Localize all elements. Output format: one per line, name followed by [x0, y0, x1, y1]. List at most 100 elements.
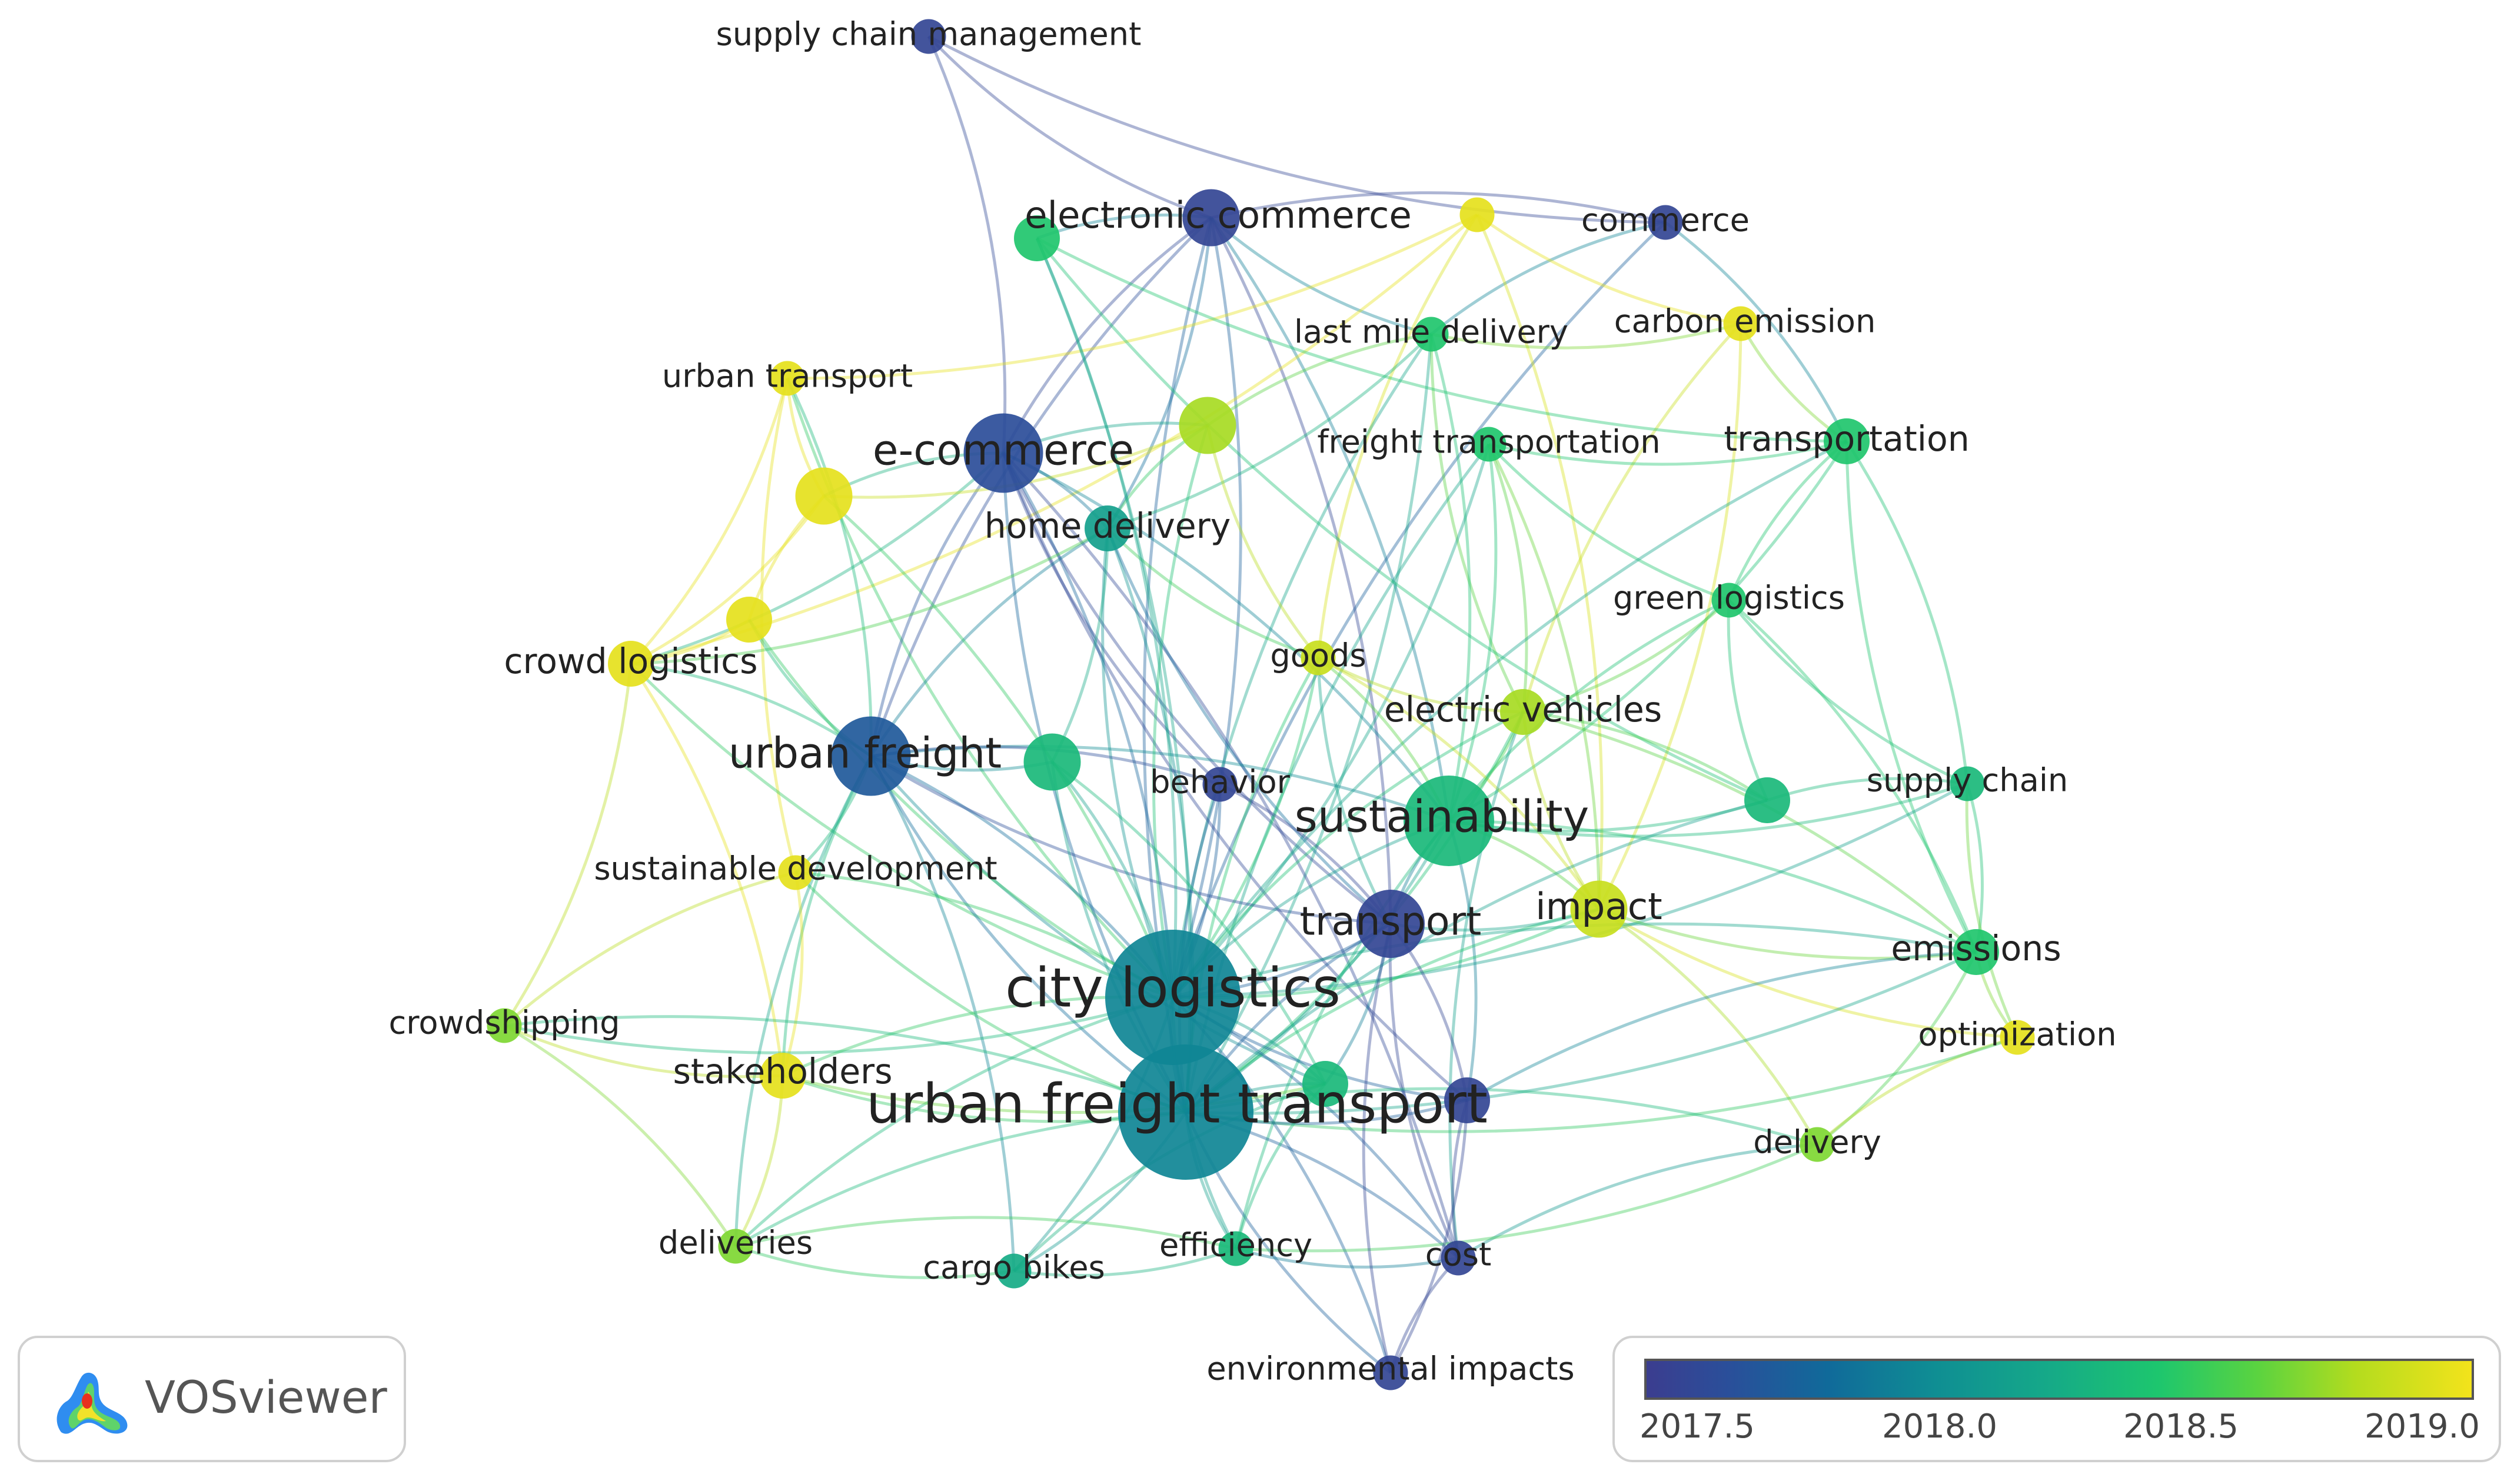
label-supply-chain: supply chain [1867, 762, 2068, 799]
edge [1002, 452, 1460, 1259]
node-sustainable-development[interactable] [778, 855, 813, 890]
node-e-commerce[interactable] [963, 413, 1043, 493]
edge [870, 754, 1391, 926]
node-unlabeled-3[interactable] [1179, 397, 1236, 454]
node-delivery[interactable] [1800, 1127, 1835, 1162]
node-deliveries[interactable] [718, 1229, 753, 1264]
edge [1389, 1100, 1469, 1374]
edge [1051, 760, 1327, 1085]
edge [1234, 820, 1450, 1249]
edge [1206, 332, 1432, 427]
edge [781, 755, 873, 1076]
edge [1002, 452, 1468, 1102]
label-urban-freight: urban freight [729, 729, 1002, 778]
node-emissions[interactable] [1953, 929, 1999, 975]
edge [1317, 656, 1524, 714]
node-electric-vehicles[interactable] [1500, 689, 1546, 735]
node-unlabeled-6[interactable] [1023, 733, 1081, 791]
edge [1476, 213, 1741, 325]
node-last-mile-delivery[interactable] [1414, 317, 1449, 352]
edge [870, 755, 1326, 1086]
legend-tick-label: 2017.5 [1640, 1408, 1755, 1446]
label-e-commerce: e-commerce [873, 426, 1134, 475]
edge [1521, 711, 1601, 910]
node-urban-freight[interactable] [831, 716, 911, 796]
label-cargo-bikes: cargo bikes [923, 1249, 1105, 1286]
edge [1209, 217, 1451, 821]
node-unlabeled-4[interactable] [795, 467, 853, 525]
edge [1448, 819, 1977, 954]
edge [1448, 782, 1968, 838]
node-unlabeled-5[interactable] [726, 597, 772, 643]
edge [734, 1075, 784, 1247]
label-emissions: emissions [1891, 929, 2061, 969]
node-home-delivery[interactable] [1085, 505, 1130, 551]
edge [1448, 598, 1730, 822]
edge [1106, 527, 1319, 660]
edge [1184, 334, 1433, 1113]
node-sustainability[interactable] [1404, 776, 1494, 866]
node-green-logistics[interactable] [1711, 583, 1747, 618]
edge [787, 213, 1478, 380]
node-city-logistics[interactable] [1105, 930, 1241, 1065]
node-impact[interactable] [1570, 880, 1628, 938]
edge [870, 744, 1449, 823]
node-unlabeled-2[interactable] [1459, 197, 1495, 232]
node-unlabeled-8[interactable] [1302, 1061, 1348, 1107]
edge [1457, 1143, 1818, 1260]
node-behavior[interactable] [1202, 767, 1238, 802]
node-supply-chain-management[interactable] [911, 19, 946, 54]
edge [1598, 907, 2018, 1039]
edge [504, 1015, 1186, 1114]
edge [927, 35, 1212, 219]
edge [869, 755, 1016, 1272]
node-commerce[interactable] [1648, 205, 1683, 240]
edge [1107, 333, 1432, 530]
label-cost: cost [1425, 1236, 1491, 1273]
node-cargo-bikes[interactable] [996, 1253, 1032, 1289]
edge [1728, 599, 1968, 786]
edge [1036, 237, 1768, 802]
node-transportation[interactable] [1824, 418, 1870, 464]
node-unlabeled-9[interactable] [1444, 1077, 1490, 1123]
node-goods[interactable] [1301, 640, 1336, 676]
edge [1816, 951, 1978, 1146]
node-efficiency[interactable] [1218, 1231, 1253, 1266]
node-urban-transport[interactable] [770, 361, 805, 396]
node-electronic-commerce[interactable] [1182, 189, 1240, 247]
node-urban-freight-transport[interactable] [1118, 1044, 1253, 1180]
node-environmental-impacts[interactable] [1373, 1355, 1408, 1390]
node-supply-chain[interactable] [1950, 766, 1985, 801]
edge [630, 527, 1109, 666]
node-cost[interactable] [1441, 1240, 1476, 1276]
label-electric-vehicles: electric vehicles [1384, 690, 1662, 730]
edge [1106, 217, 1213, 530]
edge [1488, 440, 1847, 466]
node-carbon-emission[interactable] [1723, 306, 1758, 341]
edge [1106, 528, 1392, 925]
node-freight-transportation[interactable] [1471, 427, 1507, 462]
edges-layer [503, 35, 2019, 1374]
node-crowd-logistics[interactable] [608, 641, 654, 687]
node-optimization[interactable] [2000, 1020, 2035, 1055]
node-transport[interactable] [1356, 890, 1425, 958]
node-unlabeled-7[interactable] [1744, 777, 1790, 823]
edge [1488, 443, 1730, 602]
node-stakeholders[interactable] [760, 1053, 806, 1099]
edge [1430, 221, 1666, 335]
edge [1487, 444, 1528, 713]
node-unlabeled-1[interactable] [1014, 215, 1060, 261]
edge [1448, 711, 1525, 1259]
label-behavior: behavior [1150, 764, 1291, 801]
edge [1598, 907, 1977, 960]
edge [1172, 922, 1977, 999]
edge [1598, 907, 1819, 1146]
edge [1002, 451, 1450, 822]
edge [1002, 452, 1392, 925]
edge [1185, 1087, 1818, 1146]
edge [869, 452, 1005, 757]
label-sustainable-development: sustainable development [594, 850, 997, 887]
edge [1521, 322, 1742, 713]
edge [1171, 221, 1667, 998]
node-crowdshipping[interactable] [487, 1008, 522, 1043]
